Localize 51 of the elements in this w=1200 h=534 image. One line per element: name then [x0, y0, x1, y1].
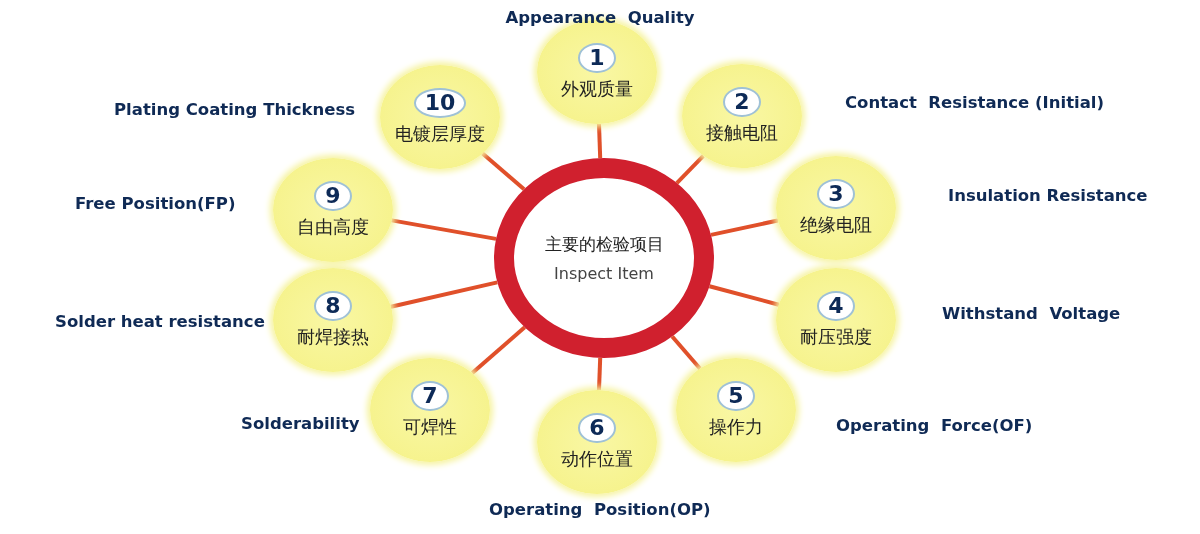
item-label: 耐焊接热	[297, 325, 369, 349]
connector-line	[597, 123, 603, 159]
item-circle	[682, 64, 802, 168]
item-caption: Insulation Resistance	[948, 186, 1148, 205]
item-caption: Operating Position(OP)	[489, 500, 711, 519]
item-label: 外观质量	[561, 77, 633, 101]
item-circle	[273, 268, 393, 372]
item-label: 接触电阻	[706, 121, 778, 145]
center-subtitle: Inspect Item	[554, 264, 654, 283]
item-number: 10	[413, 88, 467, 118]
connector-line	[710, 218, 779, 237]
item-number: 3	[817, 179, 855, 209]
item-circle	[776, 268, 896, 372]
item-caption: Appearance Quality	[505, 8, 695, 27]
item-caption: Free Position(FP)	[75, 194, 236, 213]
item-circle	[370, 358, 490, 462]
connector-line	[390, 280, 498, 309]
item-number: 9	[314, 181, 352, 211]
item-circle	[273, 158, 393, 262]
connector-line	[675, 154, 705, 185]
item-number: 4	[817, 291, 855, 321]
item-label: 自由高度	[297, 215, 369, 239]
connector-line	[391, 218, 497, 241]
item-label: 操作力	[709, 415, 763, 439]
item-circle	[676, 358, 796, 462]
item-number: 7	[411, 381, 449, 411]
item-number: 2	[723, 87, 761, 117]
item-number: 1	[578, 43, 616, 73]
item-number: 6	[578, 413, 616, 443]
item-label: 动作位置	[561, 447, 633, 471]
connector-line	[481, 152, 526, 191]
item-caption: Withstand Voltage	[942, 304, 1121, 323]
item-label: 电镀层厚度	[395, 122, 485, 146]
item-circle	[380, 65, 500, 169]
item-caption: Solder heat resistance	[55, 312, 265, 331]
center-title: 主要的检验项目	[544, 233, 664, 256]
item-label: 绝缘电阻	[800, 213, 872, 237]
item-caption: Contact Resistance (Initial)	[845, 93, 1104, 112]
item-circle	[537, 390, 657, 494]
item-number: 5	[717, 381, 755, 411]
item-caption: Solderability	[241, 414, 360, 433]
item-caption: Operating Force(OF)	[836, 416, 1033, 435]
connector-line	[670, 335, 702, 370]
item-label: 可焊性	[403, 415, 457, 439]
connector-line	[597, 357, 603, 391]
item-label: 耐压强度	[800, 325, 872, 349]
item-circle	[776, 156, 896, 260]
item-caption: Plating Coating Thickness	[114, 100, 356, 119]
connector-line	[471, 325, 526, 375]
item-number: 8	[314, 291, 352, 321]
connector-line	[709, 284, 780, 307]
